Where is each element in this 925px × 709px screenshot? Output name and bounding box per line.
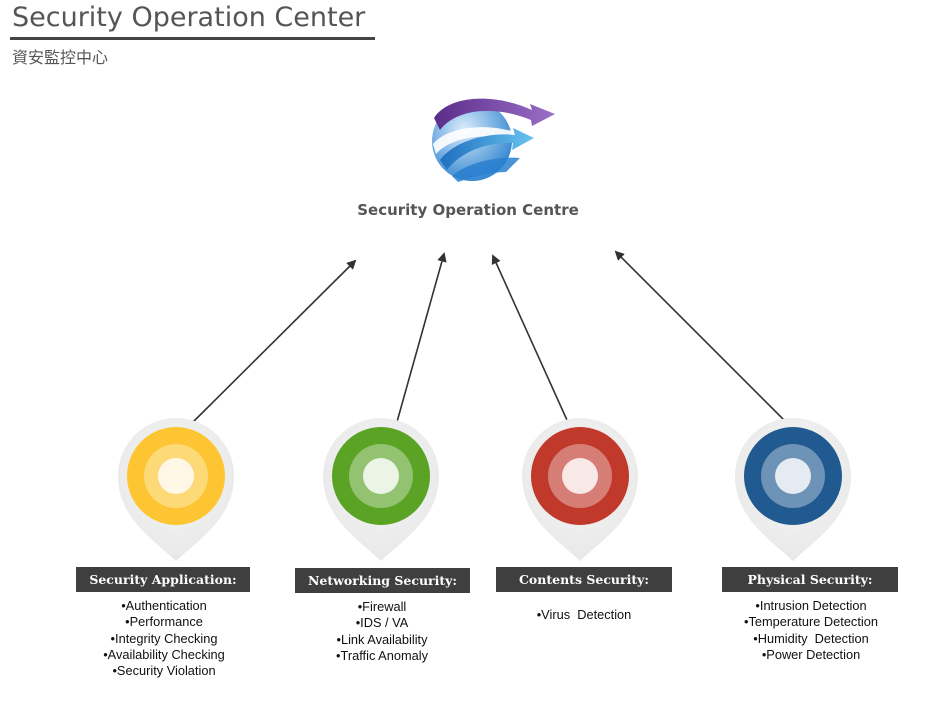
- node-label-networking-security: Networking Security:: [295, 568, 470, 593]
- connector-arrow-2: [394, 252, 447, 430]
- pin-inner-dot: [158, 458, 194, 494]
- node-pin-security-application: [118, 418, 234, 561]
- node-label-security-application: Security Application:: [76, 567, 250, 592]
- node-items-networking-security: •Firewall •IDS / VA •Link Availability •…: [292, 599, 472, 664]
- node-label-physical-security: Physical Security:: [722, 567, 898, 592]
- node-pin-physical-security: [735, 418, 851, 561]
- header: Security Operation Center 資安監控中心: [0, 0, 400, 80]
- node-items-physical-security: •Intrusion Detection •Temperature Detect…: [716, 598, 906, 663]
- node-items-contents-security: •Virus Detection: [496, 607, 672, 623]
- node-item: •Humidity Detection: [753, 630, 869, 646]
- logo-blue-band: [440, 128, 534, 170]
- node-label-contents-security: Contents Security:: [496, 567, 672, 592]
- node-item: •Integrity Checking: [110, 630, 218, 646]
- node-items-security-application: •Authentication •Performance •Integrity …: [70, 598, 258, 679]
- node-item: •Link Availability: [336, 631, 428, 647]
- pin-inner-dot: [775, 458, 811, 494]
- connector-arrow-4: [614, 250, 794, 430]
- node-pin-contents-security: [522, 418, 638, 561]
- title-underline: [10, 37, 375, 40]
- node-item: •Intrusion Detection: [755, 598, 867, 613]
- center-label: Security Operation Centre: [357, 201, 579, 219]
- node-item: •Availability Checking: [103, 646, 225, 662]
- connector-arrow-3: [491, 254, 572, 430]
- logo-white-band: [433, 127, 515, 154]
- logo-purple-band: [434, 98, 555, 130]
- page-title: Security Operation Center: [12, 2, 366, 33]
- pin-inner-dot: [562, 458, 598, 494]
- soc-globe-logo-icon: [432, 98, 555, 182]
- node-item: •Power Detection: [761, 646, 861, 662]
- node-item: •Virus Detection: [536, 607, 632, 622]
- connector-arrow-1: [185, 259, 357, 430]
- node-item: •Firewall: [357, 599, 407, 614]
- page-subtitle: 資安監控中心: [12, 48, 109, 67]
- node-item: •IDS / VA: [355, 615, 409, 631]
- node-item: •Authentication: [121, 598, 207, 613]
- node-item: •Temperature Detection: [744, 614, 878, 630]
- logo-lower-band: [452, 157, 520, 182]
- node-item: •Security Violation: [112, 663, 216, 679]
- node-item: •Traffic Anomaly: [336, 647, 428, 663]
- node-item: •Performance: [125, 614, 203, 630]
- pin-inner-dot: [363, 458, 399, 494]
- node-pin-networking-security: [323, 418, 439, 561]
